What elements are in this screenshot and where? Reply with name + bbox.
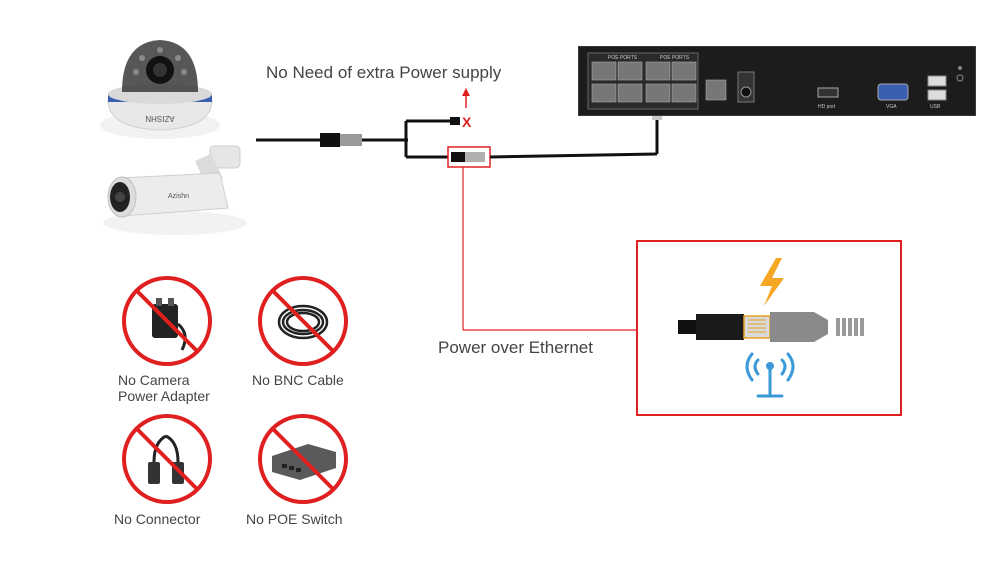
vga-label: VGA	[886, 104, 897, 110]
dome-camera: AZISHN	[100, 30, 220, 140]
poe-detail-box	[636, 240, 902, 416]
no-extra-power-label: No Need of extra Power supply	[266, 63, 502, 82]
usb-label: USB	[930, 104, 941, 110]
poe-ports-label-right: POE PORTS	[660, 55, 690, 61]
nvr-device: POE PORTS POE PORTS HD port VGA USB	[578, 46, 976, 116]
hdmi-label: HD port	[818, 104, 836, 110]
no-connector-icon	[120, 412, 214, 506]
no-poe-switch-label: No POE Switch	[246, 511, 343, 527]
poe-detail-illustration	[678, 258, 864, 398]
dome-brand-text: AZISHN	[145, 114, 175, 123]
svg-text:X: X	[462, 114, 472, 130]
lightning-icon	[760, 258, 784, 306]
no-camera-adapter-label-2: Power Adapter	[118, 388, 210, 404]
no-connector-label: No Connector	[114, 511, 201, 527]
signal-icon	[745, 352, 795, 398]
poe-ports-label-left: POE PORTS	[608, 55, 638, 61]
power-over-ethernet-label: Power over Ethernet	[438, 338, 593, 357]
svg-text:Azishn: Azishn	[168, 193, 189, 200]
no-camera-adapter-label-1: No Camera	[118, 372, 190, 388]
no-bnc-cable-icon	[256, 274, 350, 368]
no-bnc-cable-label: No BNC Cable	[252, 372, 344, 388]
bullet-camera: Azishn	[100, 138, 250, 238]
no-power-adapter-icon	[120, 274, 214, 368]
no-poe-switch-icon	[256, 412, 350, 506]
